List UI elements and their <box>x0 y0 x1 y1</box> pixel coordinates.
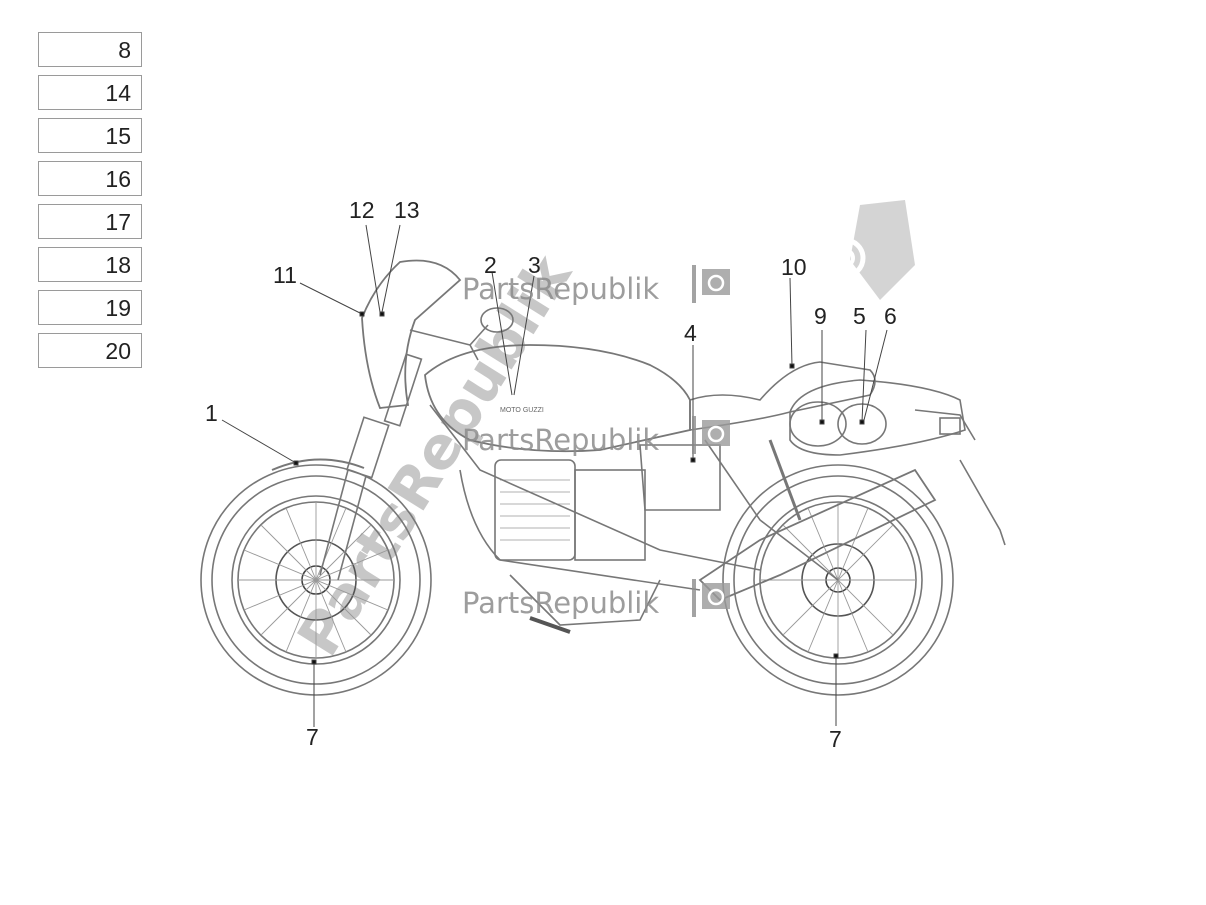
legend-item-17[interactable]: 17 <box>38 204 142 239</box>
engine <box>494 459 661 634</box>
watermark-3: PartsRepublik <box>462 579 730 620</box>
front-fork <box>319 353 423 581</box>
callout-7-front[interactable]: 7 <box>306 724 319 750</box>
legend-table: 8 14 15 16 17 18 19 20 <box>38 32 142 376</box>
legend-item-14[interactable]: 14 <box>38 75 142 110</box>
callout-7-rear[interactable]: 7 <box>829 726 842 752</box>
leader-lines <box>221 224 888 727</box>
watermark-flag-shape <box>850 200 915 300</box>
callout-11[interactable]: 11 <box>273 262 297 288</box>
exhaust <box>698 468 937 602</box>
callout-5[interactable]: 5 <box>853 303 866 329</box>
legend-item-15[interactable]: 15 <box>38 118 142 153</box>
seat <box>689 361 876 431</box>
watermark-1: PartsRepublik <box>462 265 730 306</box>
callout-3[interactable]: 3 <box>528 252 541 278</box>
motorcycle-drawing <box>200 259 1006 696</box>
callout-13[interactable]: 13 <box>394 197 420 223</box>
gear-icon <box>824 237 866 279</box>
gear-icon <box>702 583 730 609</box>
gear-icon <box>702 420 730 446</box>
tank-logo: MOTO GUZZI <box>500 407 544 414</box>
watermark-2: PartsRepublik <box>462 416 730 457</box>
callout-6[interactable]: 6 <box>884 303 897 329</box>
watermark-text: PartsRepublik <box>462 423 659 457</box>
legend-item-8[interactable]: 8 <box>38 32 142 67</box>
gear-icon <box>702 269 730 295</box>
front-wheel <box>200 464 432 696</box>
fuel-tank <box>424 344 691 453</box>
callout-12[interactable]: 12 <box>349 197 375 223</box>
fairing <box>361 259 462 409</box>
callout-2[interactable]: 2 <box>484 252 497 278</box>
legend-item-18[interactable]: 18 <box>38 247 142 282</box>
callout-1[interactable]: 1 <box>205 400 218 426</box>
legend-item-16[interactable]: 16 <box>38 161 142 196</box>
watermark-text: PartsRepublik <box>462 586 659 620</box>
callouts: 1 2 3 4 5 6 7 7 9 10 11 12 13 <box>205 197 897 752</box>
callout-9[interactable]: 9 <box>814 303 827 329</box>
legend-item-20[interactable]: 20 <box>38 333 142 368</box>
watermark-text: PartsRepublik <box>462 272 659 306</box>
callout-4[interactable]: 4 <box>684 320 697 346</box>
rear-wheel <box>722 464 954 696</box>
callout-10[interactable]: 10 <box>781 254 807 280</box>
tail-section <box>789 379 966 456</box>
legend-item-19[interactable]: 19 <box>38 290 142 325</box>
